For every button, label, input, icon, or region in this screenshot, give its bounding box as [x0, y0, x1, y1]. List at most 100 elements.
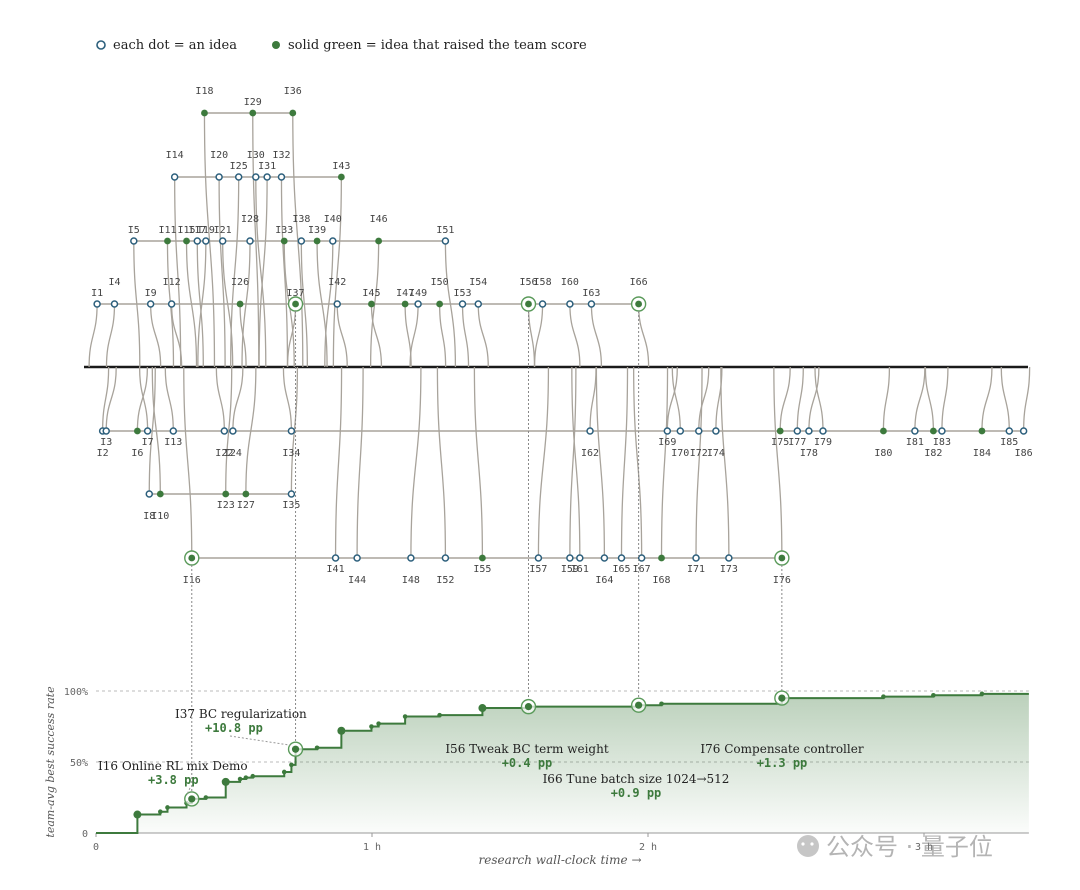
idea-dot[interactable] — [93, 300, 101, 308]
idea-dot[interactable] — [218, 237, 227, 245]
annotation-title: I66 Tune batch size 1024→512 — [543, 772, 730, 786]
idea-dot[interactable] — [146, 300, 155, 308]
idea-dot[interactable] — [819, 427, 827, 435]
idea-dot[interactable] — [695, 427, 703, 435]
idea-label: I1 — [91, 288, 103, 299]
idea-dot[interactable] — [712, 427, 720, 435]
idea-label: I57 — [529, 564, 547, 575]
improving-idea-dot[interactable] — [880, 427, 887, 435]
improving-idea-dot[interactable] — [479, 554, 486, 562]
idea-dot[interactable] — [663, 427, 672, 435]
legend-solid-dot-icon — [272, 41, 280, 49]
branch-connector — [215, 366, 225, 432]
idea-dot[interactable] — [600, 554, 609, 562]
idea-dot[interactable] — [617, 554, 626, 562]
idea-dot[interactable] — [566, 300, 574, 308]
improving-idea-dot[interactable] — [313, 237, 321, 245]
idea-label: I38 — [292, 214, 310, 225]
idea-dot[interactable] — [263, 173, 271, 181]
idea-dot[interactable] — [167, 300, 176, 308]
improving-idea-dot[interactable] — [525, 300, 532, 308]
idea-dot[interactable] — [215, 173, 223, 181]
improving-idea-dot[interactable] — [183, 237, 190, 245]
improving-idea-dot[interactable] — [289, 109, 297, 117]
idea-dot[interactable] — [287, 490, 296, 498]
idea-dot[interactable] — [234, 173, 243, 181]
improving-idea-dot[interactable] — [249, 109, 257, 117]
idea-dot[interactable] — [441, 554, 450, 562]
idea-dot[interactable] — [252, 173, 260, 181]
idea-dot[interactable] — [229, 427, 237, 435]
idea-dot[interactable] — [1005, 427, 1014, 435]
idea-dot[interactable] — [220, 427, 229, 435]
branch-connector — [252, 112, 260, 368]
idea-dot[interactable] — [169, 427, 178, 435]
idea-dot[interactable] — [576, 554, 584, 562]
idea-dot[interactable] — [566, 554, 574, 562]
idea-dot[interactable] — [805, 427, 813, 435]
idea-dot[interactable] — [130, 237, 138, 245]
progress-point — [337, 726, 346, 735]
idea-dot[interactable] — [407, 554, 415, 562]
idea-dot[interactable] — [637, 554, 646, 562]
idea-dot[interactable] — [1019, 427, 1028, 435]
idea-dot[interactable] — [725, 554, 733, 562]
idea-dot[interactable] — [202, 237, 210, 245]
idea-dot[interactable] — [353, 554, 361, 562]
idea-dot[interactable] — [692, 554, 700, 562]
idea-dot[interactable] — [474, 300, 483, 308]
improving-idea-dot[interactable] — [658, 554, 665, 562]
improving-idea-dot[interactable] — [401, 300, 409, 308]
idea-dot[interactable] — [193, 237, 202, 245]
idea-dot[interactable] — [587, 300, 596, 308]
improving-idea-dot[interactable] — [201, 109, 208, 117]
idea-dot[interactable] — [333, 300, 341, 308]
idea-dot[interactable] — [414, 300, 422, 308]
idea-dot[interactable] — [331, 554, 340, 562]
improving-idea-dot[interactable] — [222, 490, 230, 498]
idea-dot[interactable] — [676, 427, 685, 435]
improving-idea-dot[interactable] — [242, 490, 250, 498]
branch-connector — [334, 366, 343, 559]
progress-point — [979, 691, 985, 697]
idea-dot[interactable] — [287, 427, 296, 435]
idea-dot[interactable] — [534, 554, 543, 562]
improving-idea-dot[interactable] — [368, 300, 375, 308]
improving-idea-dot[interactable] — [776, 427, 784, 435]
improving-idea-dot[interactable] — [778, 554, 786, 562]
improving-idea-dot[interactable] — [188, 554, 196, 562]
idea-dot[interactable] — [277, 173, 286, 181]
improving-idea-dot[interactable] — [978, 427, 986, 435]
idea-dot[interactable] — [458, 300, 467, 308]
idea-dot[interactable] — [246, 237, 254, 245]
idea-dot[interactable] — [538, 300, 547, 308]
improving-idea-dot[interactable] — [236, 300, 244, 308]
idea-label: I23 — [217, 500, 235, 511]
idea-dot[interactable] — [145, 490, 154, 498]
improving-idea-dot[interactable] — [436, 300, 444, 308]
idea-dot[interactable] — [938, 427, 946, 435]
improving-idea-dot[interactable] — [280, 237, 288, 245]
idea-label: I70 — [671, 448, 689, 459]
improving-idea-dot[interactable] — [337, 173, 345, 181]
idea-dot[interactable] — [102, 427, 110, 435]
improving-idea-dot[interactable] — [156, 490, 164, 498]
improving-idea-dot[interactable] — [164, 237, 171, 245]
improving-idea-dot[interactable] — [635, 300, 643, 308]
branch-connector — [533, 303, 544, 368]
idea-dot[interactable] — [170, 173, 179, 181]
idea-dot[interactable] — [143, 427, 152, 435]
idea-dot[interactable] — [911, 427, 919, 435]
idea-dot[interactable] — [110, 300, 119, 308]
y-tick-label: 0 — [82, 829, 88, 840]
idea-label: I17 — [188, 225, 206, 236]
improving-idea-dot[interactable] — [375, 237, 383, 245]
idea-dot[interactable] — [441, 237, 450, 245]
idea-dot[interactable] — [297, 237, 306, 245]
improving-idea-dot[interactable] — [292, 300, 299, 308]
idea-dot[interactable] — [586, 427, 594, 435]
idea-dot[interactable] — [329, 237, 337, 245]
improving-idea-dot[interactable] — [134, 427, 141, 435]
improving-idea-dot[interactable] — [929, 427, 937, 435]
idea-dot[interactable] — [793, 427, 802, 435]
